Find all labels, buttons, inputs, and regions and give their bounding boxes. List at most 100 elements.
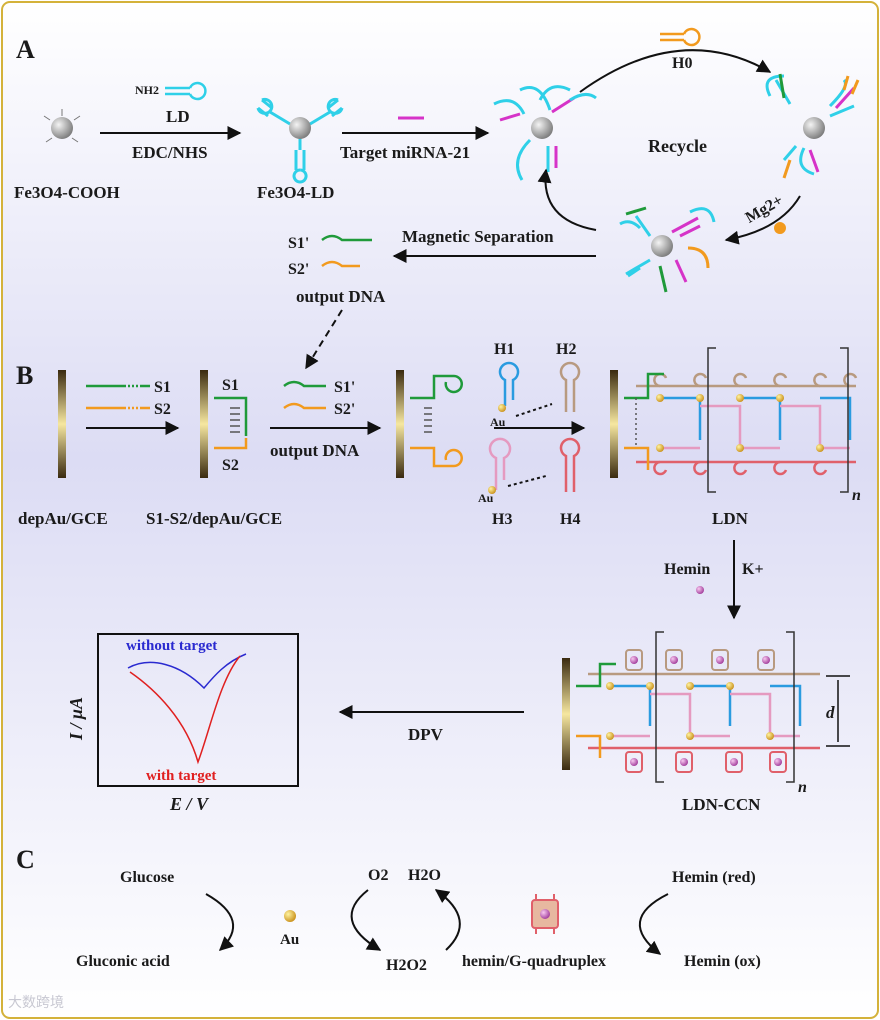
s1-prime-label-a: S1' — [288, 235, 309, 252]
h2-label: H2 — [556, 341, 576, 358]
fe3o4-ld-label: Fe3O4-LD — [257, 183, 334, 202]
d-dimension-marker — [826, 675, 850, 747]
h0-label: H0 — [672, 55, 692, 72]
s2-label-b: S2 — [154, 401, 171, 418]
g-quadruplex-top — [625, 649, 775, 671]
ldn-bracket-left — [707, 347, 716, 493]
hemin-red-label: Hemin (red) — [672, 869, 756, 886]
g-quadruplex-bottom — [625, 751, 787, 773]
h3-au-bead — [488, 486, 496, 494]
h1-h2-dots — [515, 403, 553, 417]
h1-label: H1 — [494, 341, 514, 358]
dpv-xlabel: E / V — [169, 794, 210, 814]
s1s2-duplex — [214, 396, 248, 450]
dpv-ylabel: I / μA — [66, 697, 86, 741]
h2o2-arrow — [434, 889, 461, 951]
electrode-ccn — [562, 658, 570, 770]
ccn-bracket-right — [786, 631, 795, 783]
hemin-dot — [696, 586, 704, 594]
s2-prime-strand-b — [283, 402, 326, 410]
ldn-au-5 — [656, 444, 664, 452]
with-target-label: with target — [146, 768, 216, 784]
s2-prime-label-b: S2' — [334, 401, 355, 418]
h3-hairpin-icon — [488, 437, 512, 490]
h3-h4-dots — [507, 475, 547, 487]
ldn-ccn-network — [576, 662, 820, 758]
magnetic-separation-label: Magnetic Separation — [402, 227, 554, 246]
ldn-au-7 — [816, 444, 824, 452]
glucose-arrow — [205, 893, 235, 951]
electrode-s1s2 — [200, 370, 208, 478]
curve-with-target — [129, 655, 241, 765]
output-dna-label-b: output DNA — [270, 441, 360, 460]
s1-label-b: S1 — [154, 379, 171, 396]
electrode-ldn — [610, 370, 618, 478]
h0-bound-bead — [803, 117, 825, 139]
panel-b-letter: B — [16, 361, 33, 390]
target-mirna-label: Target miRNA-21 — [340, 143, 470, 162]
h1-au-bead — [498, 404, 506, 412]
ldn-au-2 — [696, 394, 704, 402]
ldn-label: LDN — [712, 509, 749, 528]
ldn-au-6 — [736, 444, 744, 452]
fe3o4-cooh-bead — [43, 109, 81, 143]
hybrid-bead — [531, 117, 553, 139]
d-label: d — [826, 703, 835, 722]
panel-c-letter: C — [16, 845, 35, 874]
s1-prime-label-b: S1' — [334, 379, 355, 396]
ccn-n-label: n — [798, 779, 807, 796]
au-label-h1: Au — [490, 415, 506, 429]
ccn-bracket-left — [655, 631, 664, 783]
hemin-label-b: Hemin — [664, 561, 710, 578]
h4-hairpin-icon — [559, 437, 581, 492]
h2o2-label: H2O2 — [386, 957, 427, 974]
ldn-ccn-label: LDN-CCN — [682, 795, 761, 814]
s1-label-b2: S1 — [222, 377, 239, 394]
watermark: 大数跨境 — [8, 995, 64, 1011]
hemin-centers — [630, 656, 782, 766]
fe3o4-cooh-label: Fe3O4-COOH — [14, 183, 120, 202]
s2-prime-strand-a — [321, 260, 360, 268]
o2-label: O2 — [368, 867, 388, 884]
ldn-n-label: n — [852, 487, 861, 504]
depau-gce-label: depAu/GCE — [18, 509, 108, 528]
s1s2-depau-label: S1-S2/depAu/GCE — [146, 509, 282, 528]
h2o-label: H2O — [408, 867, 441, 884]
hemin-gq-label: hemin/G-quadruplex — [462, 953, 606, 970]
glucose-label: Glucose — [120, 869, 174, 886]
without-target-label: without target — [126, 638, 217, 654]
ldn-au-1 — [656, 394, 664, 402]
nh2-label: NH2 — [135, 83, 159, 97]
ldn-bracket-right — [840, 347, 849, 493]
hemin-ox-label: Hemin (ox) — [684, 953, 761, 970]
hemin-gquadruplex-icon — [531, 894, 559, 934]
arrow-h0 — [579, 49, 772, 93]
ld-hairpin-icon — [165, 81, 207, 101]
edc-nhs-label: EDC/NHS — [132, 143, 208, 162]
electrode-opened — [396, 370, 404, 478]
ld-label: LD — [166, 107, 190, 126]
au-label-h3: Au — [478, 491, 494, 505]
electrode-bare — [58, 370, 66, 478]
au-label-c: Au — [280, 932, 299, 948]
hemin-redox-arrow — [639, 893, 669, 955]
s2-label-b2: S2 — [222, 457, 239, 474]
ldn-au-4 — [776, 394, 784, 402]
ldn-au-3 — [736, 394, 744, 402]
h2-hairpin-icon — [559, 361, 581, 412]
opened-duplex — [410, 374, 463, 468]
arrow-recycle-back — [537, 168, 597, 231]
curve-without-target — [127, 653, 247, 690]
h4-label: H4 — [560, 511, 580, 528]
k-label: K+ — [742, 561, 764, 578]
arrow-mg — [724, 195, 801, 245]
ccn-au-beads — [606, 682, 774, 740]
fe3o4-ld-bead — [289, 117, 311, 139]
panel-a-letter: A — [16, 35, 35, 64]
h3-label: H3 — [492, 511, 512, 528]
s2-prime-label-a: S2' — [288, 261, 309, 278]
ldn-network — [624, 372, 858, 476]
output-dna-label-a: output DNA — [296, 287, 386, 306]
o2-arrow — [350, 889, 382, 951]
